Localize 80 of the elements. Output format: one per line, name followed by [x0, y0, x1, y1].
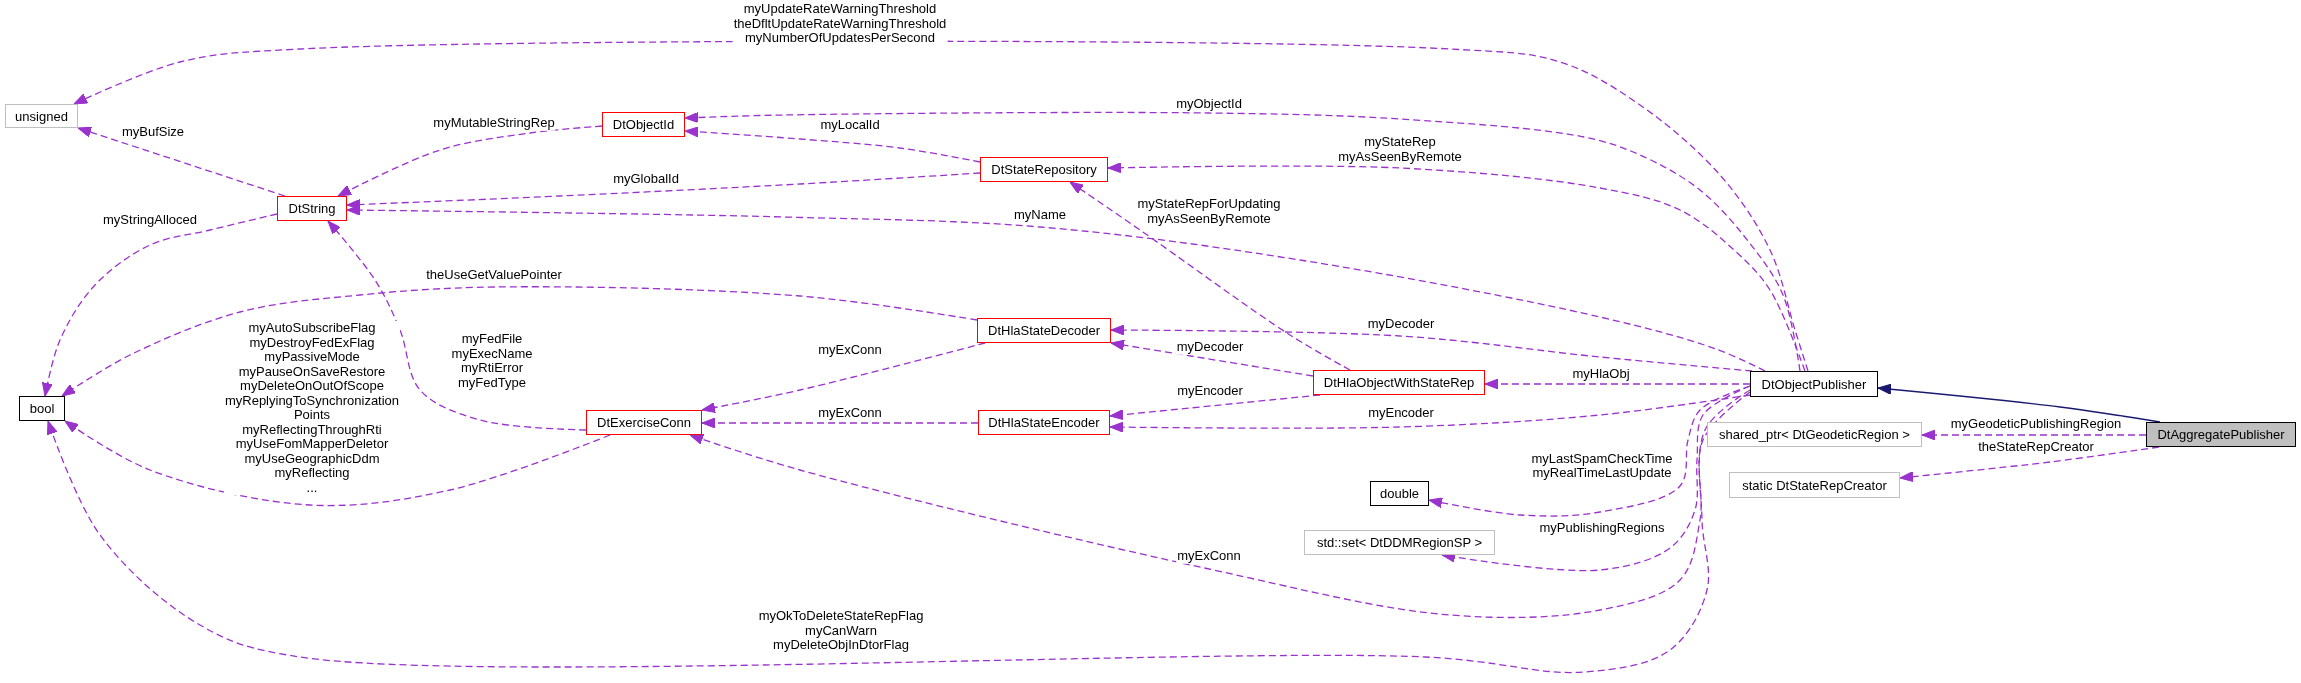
- class-name: DtString: [288, 201, 336, 216]
- edge-label: myName: [1013, 207, 1067, 223]
- dashed-arrow: [77, 126, 286, 197]
- class-box: [1729, 472, 1900, 498]
- edge-label: myExConn: [817, 405, 883, 421]
- class-name: unsigned: [15, 108, 68, 124]
- class-box: [977, 318, 1111, 343]
- dashed-arrow: [346, 172, 981, 210]
- edge-label: myAutoSubscribeFlag myDestroyFedExFlag myPassiveMode myPauseOnSaveRestore myDeleteOnOutOfScope myReplyingToSynchronization Points myReflectingThroughRti myUseFomMapperDeletor myUseGeographicDdm myReflecting ...: [223, 321, 401, 495]
- dashed-arrow: [47, 389, 1751, 674]
- class-name: bool: [29, 401, 55, 416]
- dashed-arrow: [1899, 446, 2160, 483]
- edge-label: myBufSize: [120, 124, 186, 140]
- class-name: DtHlaObjectWithStateRep: [1323, 375, 1475, 390]
- edge-label: myGeodeticPublishingRegion: [1949, 416, 2123, 432]
- edge-label: theStateRepCreator: [1977, 439, 2095, 455]
- dashed-arrow: [701, 342, 986, 413]
- class-name: DtExerciseConn: [597, 415, 691, 430]
- edge-label: myObjectId: [1175, 96, 1243, 111]
- class-name: DtHlaStateDecoder: [988, 323, 1100, 338]
- edge-label: myFedFile myExecName myRtiError myFedType: [450, 332, 534, 390]
- dashed-arrow: [1110, 339, 1314, 377]
- edge-label: myUpdateRateWarningThreshold theDfltUpdateRateWarningThreshold myNumberOfUpdatesPerSecond: [732, 2, 948, 46]
- class-box: [5, 104, 78, 128]
- class-name: double: [1379, 486, 1419, 501]
- dashed-arrow: [73, 40, 1809, 372]
- dashed-arrow: [61, 286, 978, 397]
- dashed-arrow: [1109, 394, 1751, 433]
- class-box: [19, 396, 65, 421]
- dashed-arrow: [1484, 378, 1751, 390]
- edge-label: myExConn: [817, 342, 883, 358]
- edge-label: myGlobalId: [612, 171, 680, 187]
- class-name: DtObjectId: [612, 117, 675, 132]
- dashed-arrow: [346, 204, 1766, 372]
- class-box: [1750, 371, 1878, 397]
- class-name: DtObjectPublisher: [1761, 376, 1867, 392]
- edge-label: myOkToDeleteStateRepFlag myCanWarn myDeleteObjInDtorFlag: [757, 609, 925, 653]
- class-name: DtStateRepository: [991, 162, 1097, 177]
- class-box: [602, 112, 685, 137]
- class-box: [1370, 481, 1429, 506]
- dashed-arrow: [327, 220, 587, 431]
- edge-label: myLocalId: [819, 117, 881, 133]
- edge-label: myMutableStringRep: [432, 115, 556, 131]
- class-box: [2146, 422, 2296, 447]
- class-box: [277, 196, 347, 221]
- dashed-arrow: [689, 391, 1751, 619]
- dashed-arrow: [64, 420, 611, 507]
- edge-label: myHlaObj: [1571, 366, 1631, 382]
- dashed-arrow: [684, 126, 981, 163]
- edge-label: myStringAlloced: [102, 212, 198, 228]
- edge-label: myEncoder: [1176, 383, 1244, 399]
- dashed-arrow: [701, 417, 979, 429]
- edge-label: myDecoder: [1366, 316, 1436, 332]
- dashed-arrow: [684, 111, 1801, 372]
- arrow: [1877, 383, 2161, 423]
- edge-label: myExConn: [1176, 548, 1242, 564]
- edge-label: myDecoder: [1175, 339, 1245, 355]
- class-box: [586, 410, 702, 435]
- class-name: DtAggregatePublisher: [2157, 427, 2285, 442]
- dashed-arrow: [1921, 429, 2147, 441]
- edge-label: myPublishingRegions: [1538, 520, 1666, 535]
- dashed-arrow: [337, 125, 603, 197]
- class-box: [1304, 530, 1495, 555]
- dashed-arrow: [1107, 162, 1806, 372]
- dashed-arrow: [1069, 181, 1351, 371]
- class-name: static DtStateRepCreator: [1742, 477, 1887, 493]
- class-box: [980, 157, 1108, 182]
- edge-label: myStateRep myAsSeenByRemote: [1337, 134, 1463, 164]
- dashed-arrow: [1441, 385, 1751, 572]
- class-box: [1707, 422, 1922, 447]
- edge-label: myLastSpamCheckTime myRealTimeLastUpdate: [1530, 451, 1674, 480]
- edge-label: myStateRepForUpdating myAsSeenByRemote: [1136, 196, 1282, 226]
- class-name: shared_ptr< DtGeodeticRegion >: [1719, 427, 1910, 442]
- class-name: DtHlaStateEncoder: [988, 415, 1100, 430]
- edge-label: myEncoder: [1367, 405, 1435, 421]
- dashed-arrow: [42, 213, 278, 397]
- class-box: [978, 410, 1110, 435]
- dashed-arrow: [1110, 324, 1753, 372]
- class-name: std::set< DtDDMRegionSP >: [1316, 535, 1483, 550]
- class-box: [1313, 370, 1485, 395]
